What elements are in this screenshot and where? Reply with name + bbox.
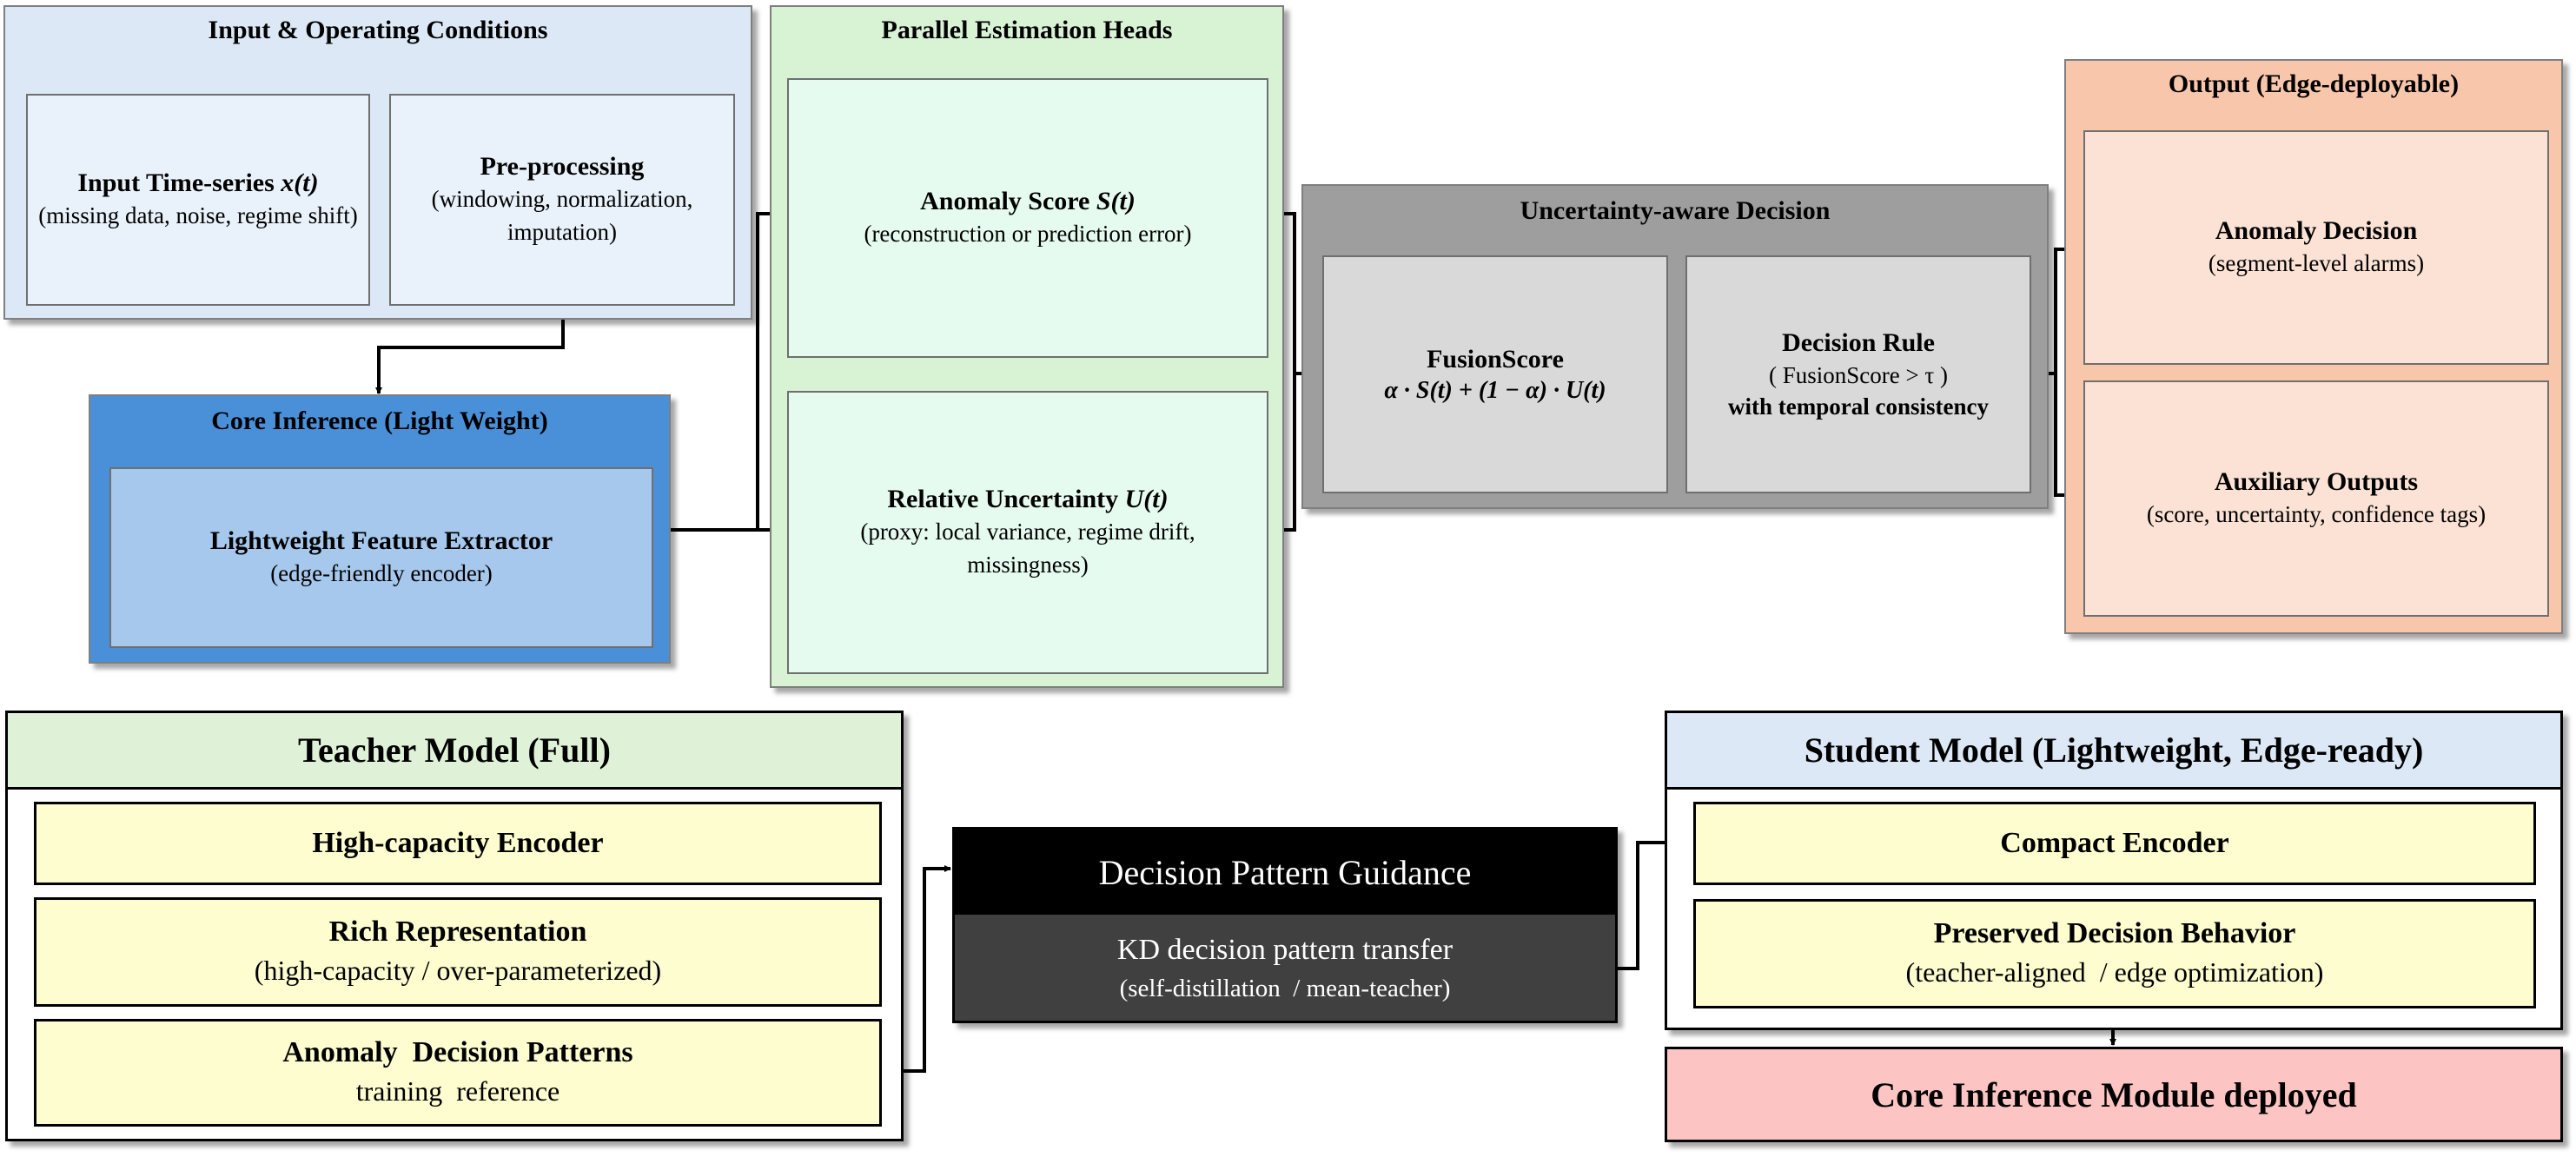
student-encoder-box[interactable]: Compact Encoder bbox=[1693, 802, 2536, 885]
student-model-header: Student Model (Lightweight, Edge-ready) bbox=[1667, 713, 2560, 790]
arrow-preprocessing-to-core bbox=[375, 302, 565, 394]
anomaly-decision-title: Anomaly Decision bbox=[2215, 216, 2418, 246]
core-inference-title: Core Inference (Light Weight) bbox=[211, 407, 548, 435]
decision-rule-title: Decision Rule bbox=[1782, 328, 1935, 358]
input-series-box[interactable]: Input Time-series x(t) (missing data, no… bbox=[26, 94, 370, 306]
input-series-detail: (missing data, noise, regime shift) bbox=[38, 202, 358, 228]
student-model-title: Student Model (Lightweight, Edge-ready) bbox=[1804, 731, 2424, 770]
feature-extractor-box[interactable]: Lightweight Feature Extractor (edge-frie… bbox=[109, 467, 653, 648]
output-group: Output (Edge-deployable) Anomaly Decisio… bbox=[2064, 59, 2563, 634]
anomaly-score-box[interactable]: Anomaly Score S(t) (reconstruction or pr… bbox=[787, 78, 1268, 358]
student-behavior-title: Preserved Decision Behavior bbox=[1933, 917, 2296, 950]
student-model-group: Student Model (Lightweight, Edge-ready) … bbox=[1665, 711, 2563, 1030]
auxiliary-outputs-detail: (score, uncertainty, confidence tags) bbox=[2146, 500, 2487, 527]
preprocessing-box[interactable]: Pre-processing (windowing, normalization… bbox=[389, 94, 735, 306]
auxiliary-outputs-box[interactable]: Auxiliary Outputs (score, uncertainty, c… bbox=[2083, 380, 2549, 617]
core-inference-group: Core Inference (Light Weight) Lightweigh… bbox=[89, 394, 671, 664]
guidance-line2: (self-distillation / mean-teacher) bbox=[1119, 974, 1451, 1002]
anomaly-score-title: Anomaly Score S(t) bbox=[920, 187, 1136, 216]
uncertainty-title: Relative Uncertainty U(t) bbox=[887, 485, 1169, 514]
teacher-patterns-box[interactable]: Anomaly Decision Patterns training refer… bbox=[34, 1019, 882, 1127]
preprocessing-detail: (windowing, normalization, imputation) bbox=[431, 185, 693, 245]
teacher-encoder-title: High-capacity Encoder bbox=[312, 826, 604, 859]
decision-rule-note: with temporal consistency bbox=[1728, 393, 1989, 420]
guidance-header: Decision Pattern Guidance bbox=[955, 830, 1615, 915]
teacher-patterns-title: Anomaly Decision Patterns bbox=[282, 1036, 633, 1069]
estimation-heads-group: Parallel Estimation Heads Anomaly Score … bbox=[770, 5, 1284, 688]
student-behavior-box[interactable]: Preserved Decision Behavior (teacher-ali… bbox=[1693, 899, 2536, 1008]
deployed-box[interactable]: Core Inference Module deployed bbox=[1665, 1047, 2563, 1142]
decision-rule-box[interactable]: Decision Rule ( FusionScore > τ ) with t… bbox=[1685, 255, 2031, 493]
uncertainty-box[interactable]: Relative Uncertainty U(t) (proxy: local … bbox=[787, 391, 1268, 674]
decision-group: Uncertainty-aware Decision FusionScore α… bbox=[1301, 184, 2049, 509]
teacher-representation-title: Rich Representation bbox=[328, 916, 587, 949]
teacher-model-group: Teacher Model (Full) High-capacity Encod… bbox=[5, 711, 904, 1141]
preprocessing-title: Pre-processing bbox=[480, 152, 645, 182]
input-series-title: Input Time-series x(t) bbox=[77, 169, 319, 198]
estimation-heads-title: Parallel Estimation Heads bbox=[881, 16, 1173, 44]
fusion-score-formula: α · S(t) + (1 − α) · U(t) bbox=[1384, 377, 1606, 405]
decision-title: Uncertainty-aware Decision bbox=[1520, 196, 1831, 225]
input-conditions-title: Input & Operating Conditions bbox=[208, 16, 548, 44]
decision-rule-condition: ( FusionScore > τ ) bbox=[1768, 361, 1949, 388]
anomaly-score-detail: (reconstruction or prediction error) bbox=[864, 220, 1192, 247]
deployed-title: Core Inference Module deployed bbox=[1871, 1074, 2357, 1114]
guidance-title: Decision Pattern Guidance bbox=[1098, 852, 1472, 892]
teacher-model-header: Teacher Model (Full) bbox=[8, 713, 901, 790]
student-behavior-detail: (teacher-aligned / edge optimization) bbox=[1905, 955, 2324, 988]
fusion-score-title: FusionScore bbox=[1427, 344, 1564, 374]
feature-extractor-detail: (edge-friendly encoder) bbox=[270, 559, 493, 586]
arrow-guidance-to-student bbox=[1618, 839, 1692, 970]
auxiliary-outputs-title: Auxiliary Outputs bbox=[2214, 467, 2419, 497]
feature-extractor-title: Lightweight Feature Extractor bbox=[209, 526, 553, 556]
fusion-score-box[interactable]: FusionScore α · S(t) + (1 − α) · U(t) bbox=[1322, 255, 1668, 493]
guidance-body: KD decision pattern transfer (self-disti… bbox=[955, 915, 1615, 1021]
anomaly-decision-box[interactable]: Anomaly Decision (segment-level alarms) bbox=[2083, 130, 2549, 365]
output-title: Output (Edge-deployable) bbox=[2168, 69, 2460, 98]
teacher-model-title: Teacher Model (Full) bbox=[298, 731, 611, 770]
teacher-patterns-detail: training reference bbox=[355, 1074, 560, 1107]
teacher-encoder-box[interactable]: High-capacity Encoder bbox=[34, 802, 882, 885]
student-encoder-title: Compact Encoder bbox=[2000, 826, 2229, 859]
anomaly-decision-detail: (segment-level alarms) bbox=[2208, 249, 2425, 276]
guidance-group: Decision Pattern Guidance KD decision pa… bbox=[952, 827, 1618, 1023]
uncertainty-detail: (proxy: local variance, regime drift, mi… bbox=[860, 518, 1195, 578]
teacher-representation-box[interactable]: Rich Representation (high-capacity / ove… bbox=[34, 897, 882, 1007]
guidance-line1: KD decision pattern transfer bbox=[1116, 933, 1454, 966]
teacher-representation-detail: (high-capacity / over-parameterized) bbox=[254, 954, 662, 986]
input-conditions-group: Input & Operating Conditions Input Time-… bbox=[3, 5, 752, 320]
